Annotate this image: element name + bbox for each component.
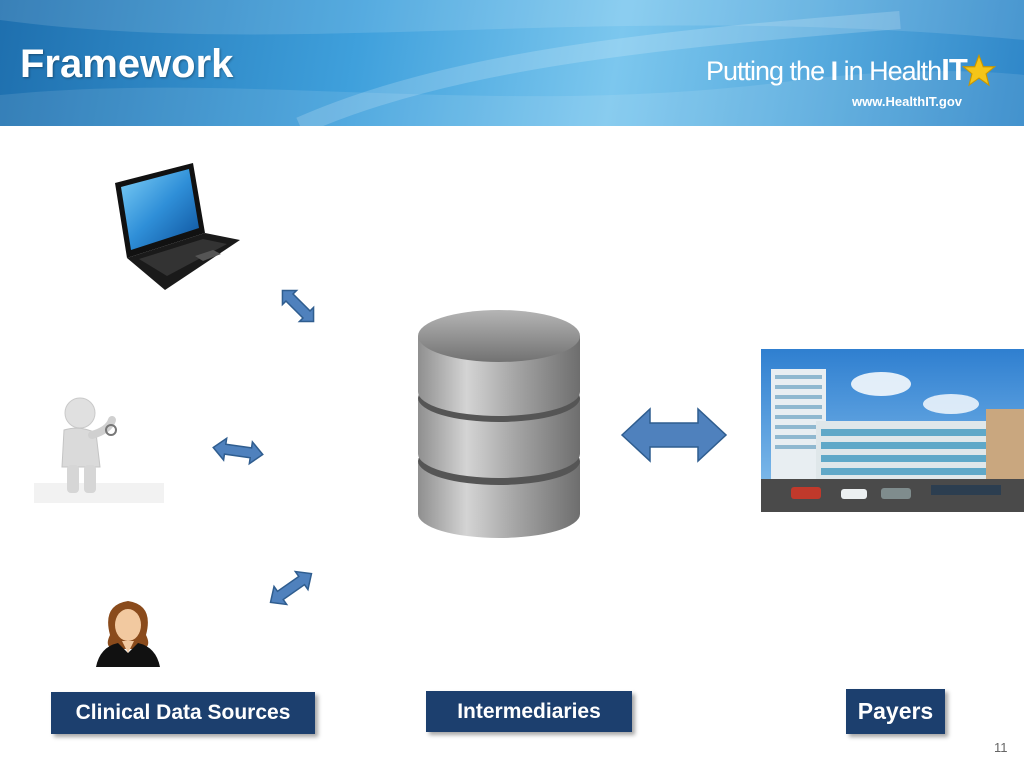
arrow-database-payers-icon	[620, 407, 728, 463]
star-icon	[962, 54, 996, 87]
brand-tagline-part2: in Health	[837, 56, 943, 86]
hospital-building-image	[761, 349, 1024, 512]
clinical-data-sources-label: Clinical Data Sources	[51, 692, 315, 734]
doctor-figure-icon	[34, 397, 164, 503]
arrow-woman-database-icon	[269, 570, 313, 606]
header-banner: Framework Putting the I in HealthIT www.…	[0, 0, 1024, 126]
payers-label: Payers	[846, 689, 945, 734]
arrow-laptop-database-icon	[281, 289, 315, 323]
database-icon	[418, 310, 580, 538]
arrow-doctor-database-icon	[212, 436, 264, 466]
brand-tagline: Putting the I in HealthIT	[706, 52, 996, 96]
intermediaries-label: Intermediaries	[426, 691, 632, 732]
brand-tagline-i: I	[830, 56, 838, 86]
page-number: 11	[994, 740, 1008, 755]
header-swoosh-decoration	[0, 0, 1024, 126]
brand-tagline-part1: Putting the	[706, 56, 831, 86]
brand-tagline-it: IT	[941, 52, 968, 87]
website-url: www.HealthIT.gov	[852, 94, 963, 109]
slide-title: Framework	[20, 42, 234, 86]
woman-avatar-icon	[96, 601, 160, 667]
laptop-icon	[115, 163, 240, 290]
